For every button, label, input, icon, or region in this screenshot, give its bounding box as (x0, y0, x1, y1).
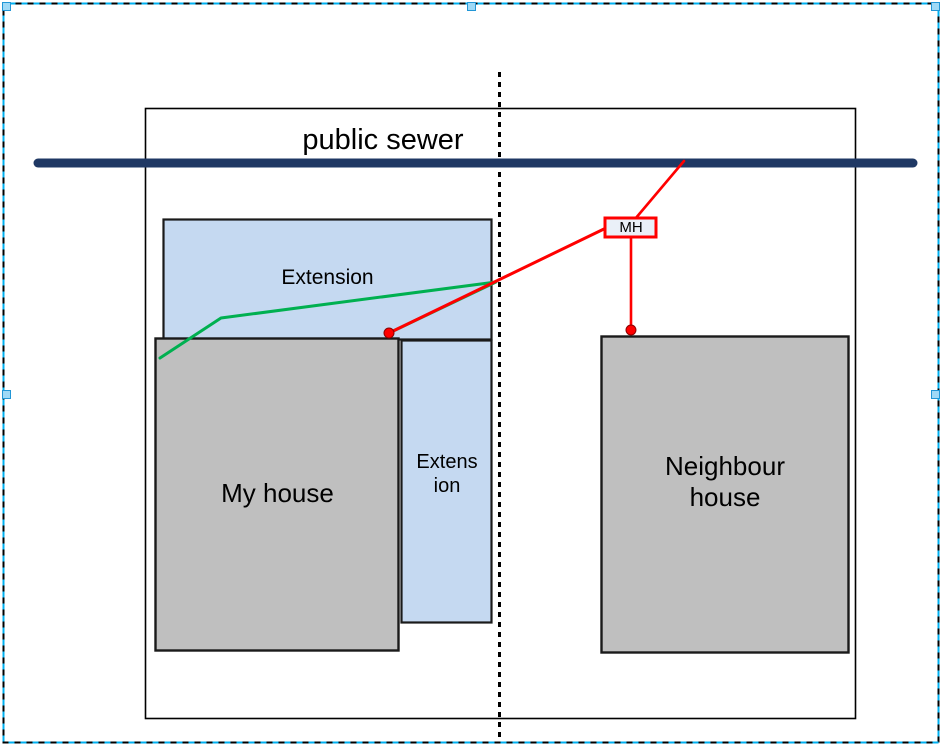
red-pipe-my-house-run[interactable] (387, 226, 608, 335)
plot-boundary[interactable] (144, 107, 857, 720)
red-pipe-sewer-run[interactable] (628, 159, 686, 227)
my-house-shape[interactable] (154, 337, 400, 652)
red-node-neighbour[interactable] (625, 324, 637, 336)
extension-horizontal-shape[interactable] (162, 218, 493, 341)
neighbour-house-shape[interactable] (600, 335, 850, 654)
handle-top-right[interactable] (931, 2, 940, 11)
handle-top-left[interactable] (2, 2, 11, 11)
manhole-box[interactable] (603, 216, 658, 239)
extension-vertical-shape[interactable] (400, 339, 493, 624)
handle-middle-left[interactable] (2, 390, 11, 399)
handle-middle-right[interactable] (931, 390, 940, 399)
handle-top-center[interactable] (467, 2, 476, 11)
red-node-my-house[interactable] (383, 327, 395, 339)
